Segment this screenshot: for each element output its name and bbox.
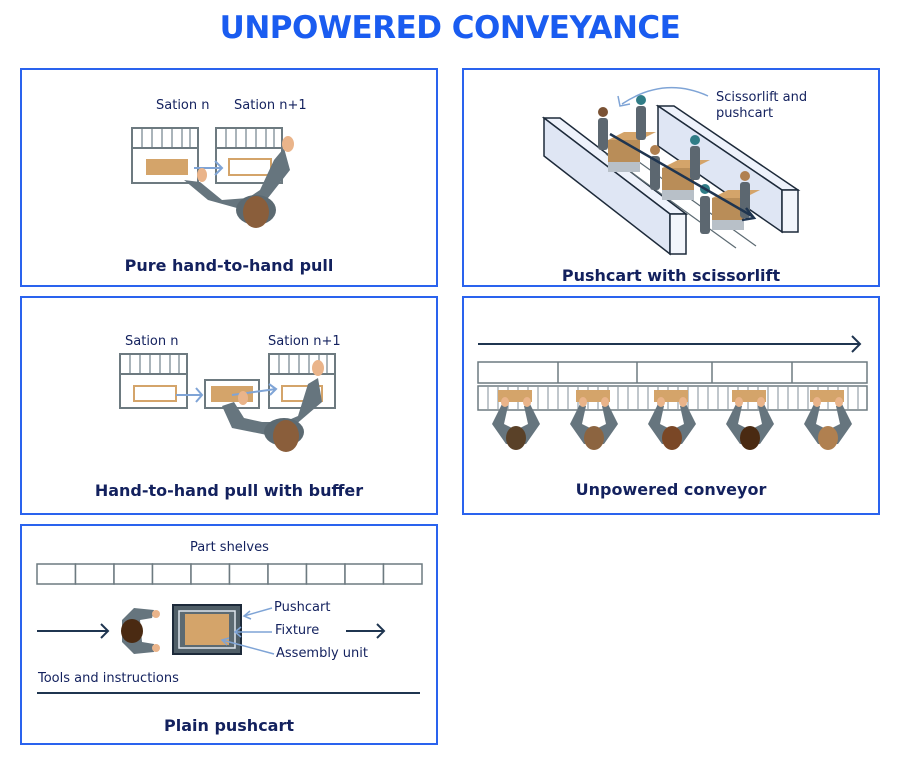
callout-arrow-icon (621, 86, 709, 105)
shelf-slot (36, 563, 77, 585)
worker-head (273, 420, 299, 452)
panel-caption: Pure hand-to-hand pull (124, 256, 334, 275)
pushcart-label: Pushcart (274, 600, 331, 615)
worker-head (740, 426, 760, 450)
shelf-slot (305, 563, 346, 585)
worker-head (243, 196, 269, 228)
shelf-slot (344, 563, 385, 585)
station-n-label: Sation n (125, 334, 179, 349)
transfer-arrow-icon (194, 160, 224, 176)
station-n (131, 127, 199, 184)
station-n1 (268, 353, 336, 409)
station-n (119, 353, 188, 409)
in-arrow-icon (37, 623, 110, 639)
conveyor-illustration (477, 335, 868, 450)
worker-figure (184, 136, 294, 228)
shelf-slot (382, 563, 423, 585)
panel-scissorlift: Scissorlift and pushcart (462, 68, 880, 287)
workers (598, 95, 750, 234)
callout-arrows (220, 607, 275, 655)
part-shelves-label: Part shelves (190, 540, 269, 555)
station-n1 (215, 127, 283, 184)
shelf-slot (151, 563, 192, 585)
conveyor-worker (492, 390, 540, 450)
part-shelves (36, 563, 423, 585)
panel-caption: Hand-to-hand pull with buffer (94, 481, 364, 500)
shelf-slot (267, 563, 308, 585)
conveyor-worker (648, 390, 696, 450)
tools-label: Tools and instructions (38, 671, 179, 686)
panel-caption: Unpowered conveyor (575, 480, 767, 499)
worker-head (506, 426, 526, 450)
shelf-slot (190, 563, 231, 585)
part-box (146, 159, 188, 175)
shelf-slot (74, 563, 115, 585)
panel-caption: Pushcart with scissorlift (561, 266, 781, 285)
buffer-illustration (119, 353, 336, 452)
panel-plain-pushcart: Part shelves Pushcart Fixture Assembly u… (20, 524, 438, 745)
panel-conveyor: Unpowered conveyor (462, 296, 880, 515)
worker-head (584, 426, 604, 450)
worker-figure (121, 608, 160, 654)
flow-arrow-icon (609, 132, 757, 222)
conveyor-worker (570, 390, 618, 450)
conveyor-workers (492, 390, 852, 450)
station-n1-label: Sation n+1 (234, 98, 307, 113)
out-arrow-icon (346, 623, 386, 639)
conveyor-worker (726, 390, 774, 450)
conveyor-top-rail (477, 361, 868, 384)
callout-label-line1: Scissorlift and (716, 90, 808, 105)
pure-hand-to-hand-illustration (131, 127, 294, 228)
shelf-slot (228, 563, 269, 585)
panel-buffer: Sation n Sation n+1 H (20, 296, 438, 515)
panel-pure-hand-to-hand: Sation n Sation n+1 Pure hand-to-hand pu… (20, 68, 438, 287)
scissorlift-illustration (541, 86, 801, 256)
conveyor-worker (804, 390, 852, 450)
flow-arrow-icon (478, 335, 862, 353)
station-n1-label: Sation n+1 (268, 334, 341, 349)
fixture-label: Fixture (275, 623, 320, 638)
right-wall (655, 104, 801, 234)
worker-head (662, 426, 682, 450)
shelf-slot (113, 563, 154, 585)
page-title: UNPOWERED CONVEYANCE (219, 10, 681, 46)
worker-figure (222, 360, 324, 452)
worker-head (818, 426, 838, 450)
panel-caption: Plain pushcart (163, 716, 295, 735)
station-n-label: Sation n (156, 98, 210, 113)
pushcart (172, 604, 242, 655)
plain-pushcart-illustration (36, 563, 423, 694)
assembly-unit-label: Assembly unit (276, 646, 368, 661)
callout-label-line2: pushcart (716, 106, 774, 121)
